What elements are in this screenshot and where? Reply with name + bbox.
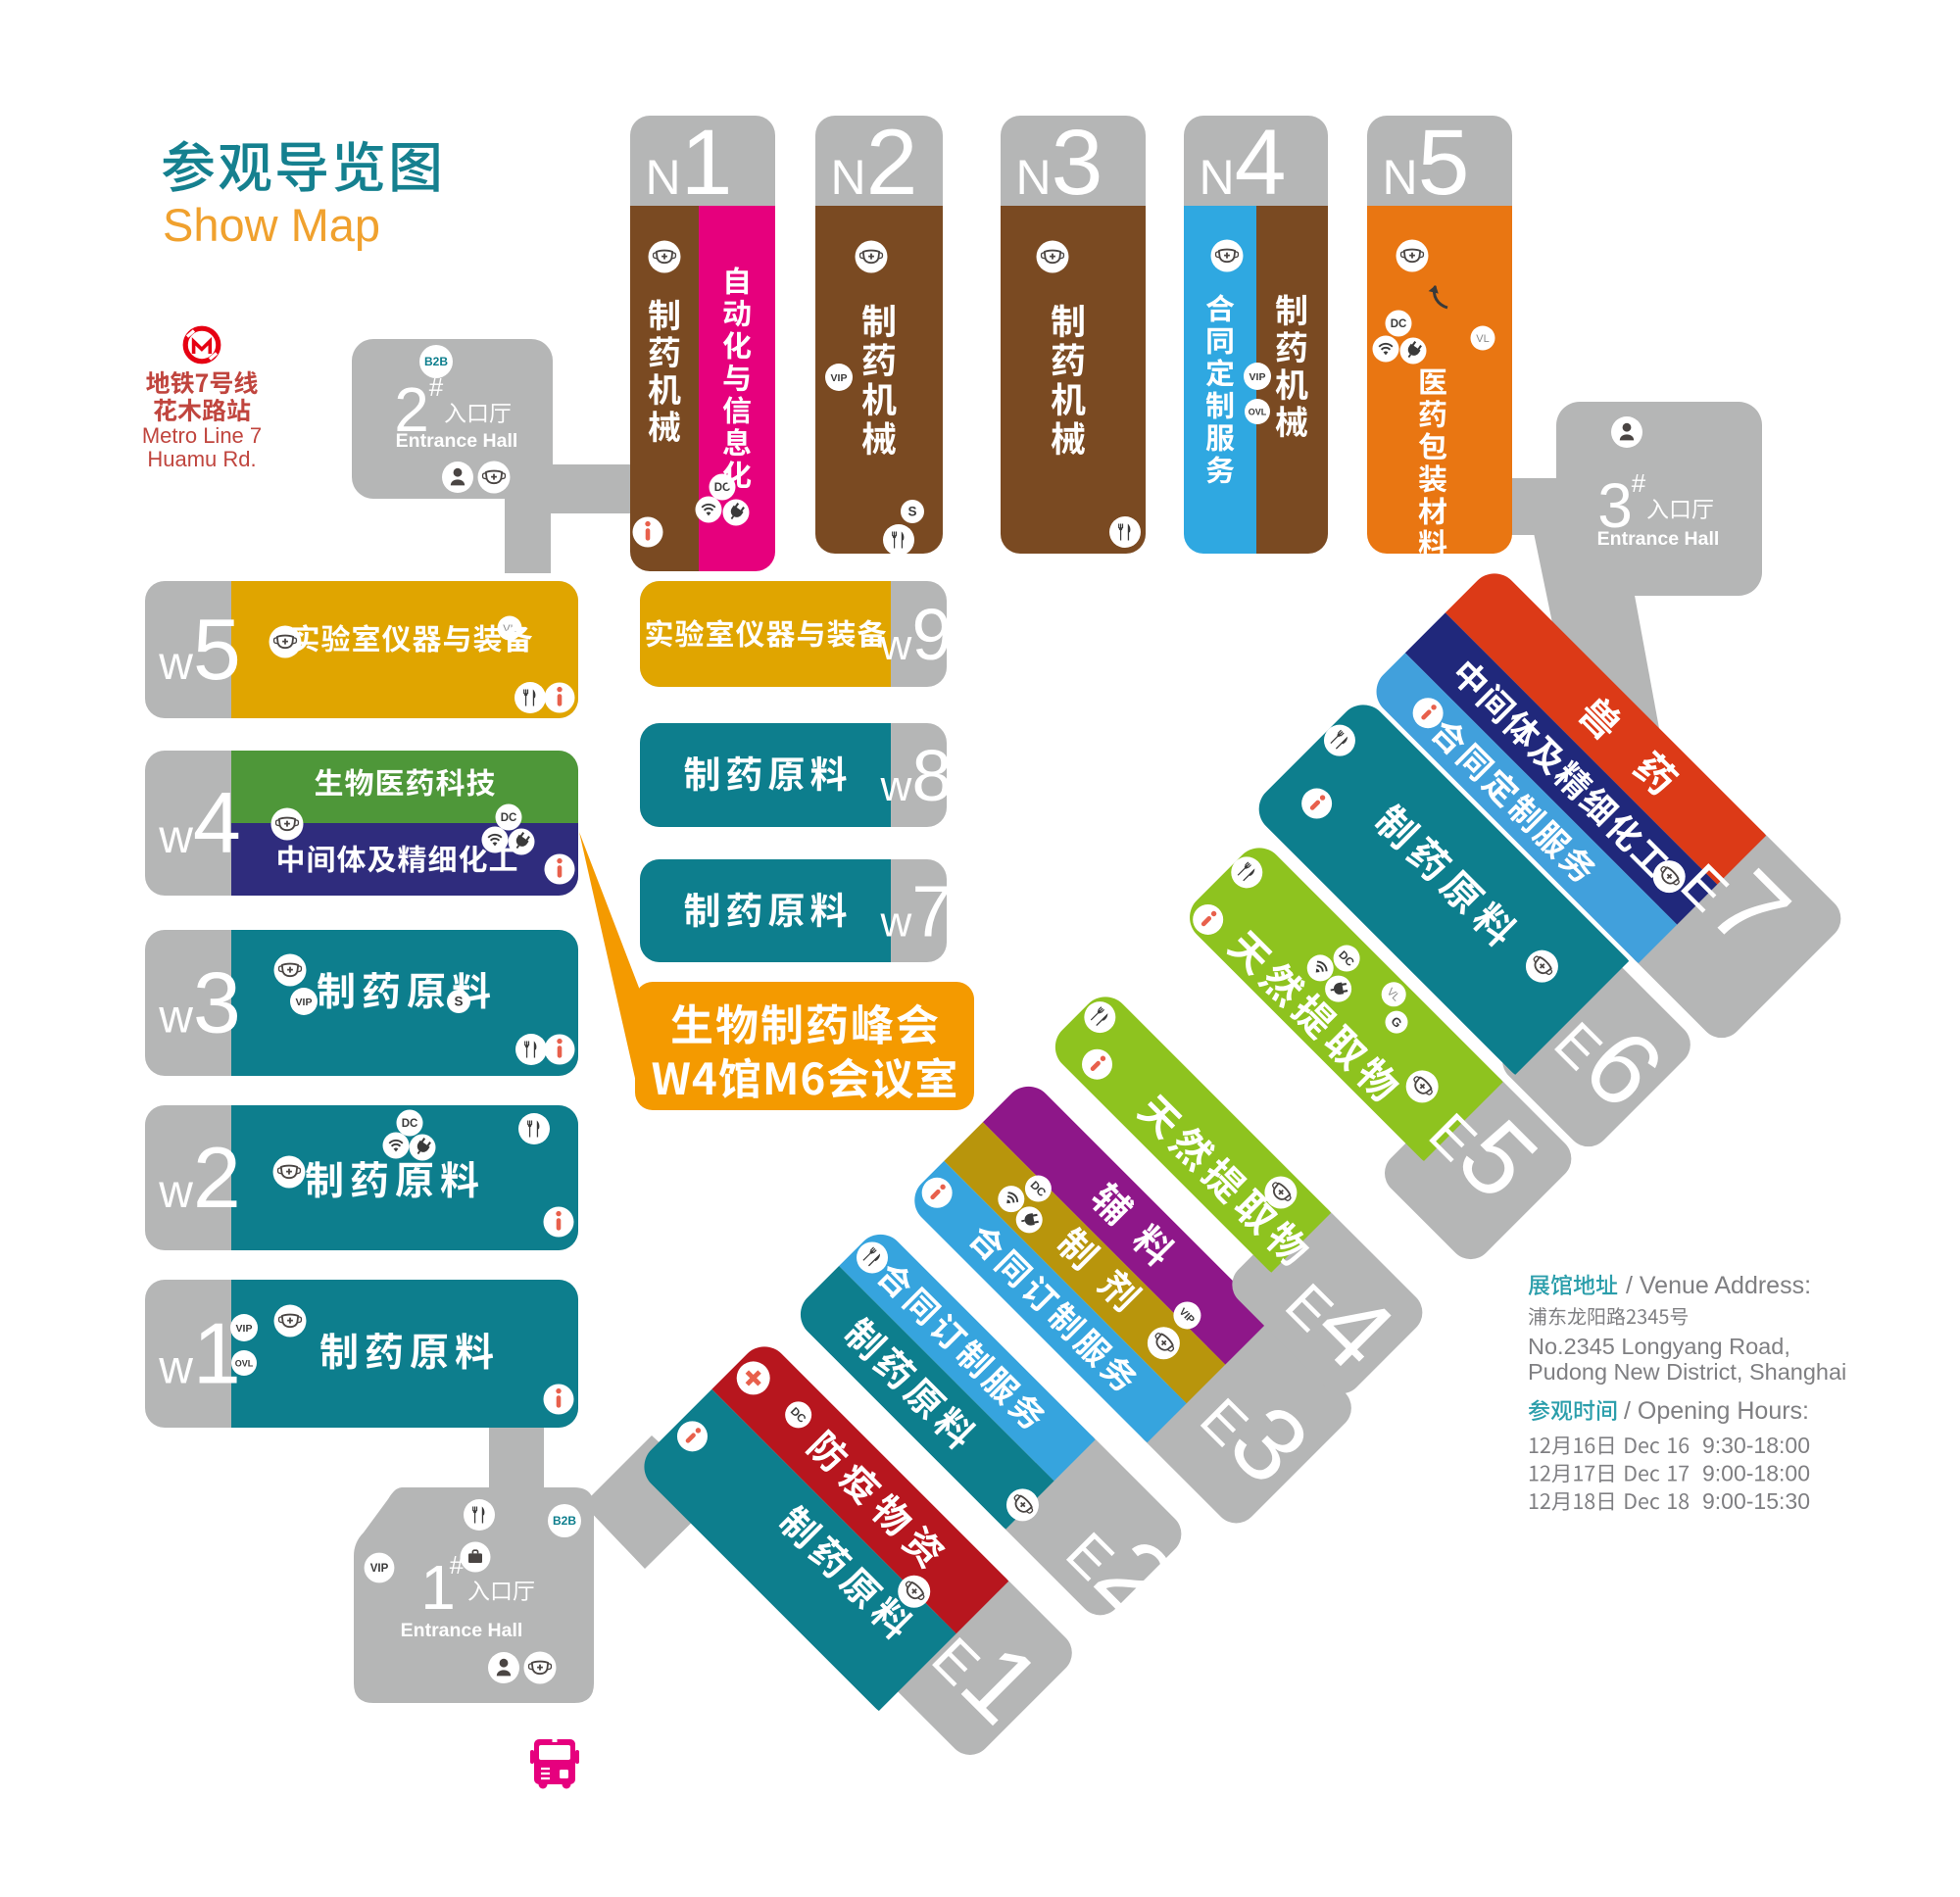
svg-text:1: 1 bbox=[420, 1552, 456, 1623]
svg-text:9:30-18:00: 9:30-18:00 bbox=[1702, 1433, 1810, 1458]
svg-text:w2: w2 bbox=[158, 1129, 241, 1226]
svg-text:2: 2 bbox=[394, 374, 429, 445]
svg-text:N4: N4 bbox=[1200, 111, 1287, 215]
svg-text:No.2345 Longyang Road,: No.2345 Longyang Road, bbox=[1528, 1334, 1790, 1359]
svg-text:w8: w8 bbox=[880, 735, 953, 816]
svg-text:/ Venue Address:: / Venue Address: bbox=[1626, 1272, 1811, 1299]
svg-text:N5: N5 bbox=[1383, 111, 1470, 215]
svg-text:w4: w4 bbox=[158, 774, 241, 871]
svg-text:N2: N2 bbox=[831, 111, 918, 215]
svg-text:w7: w7 bbox=[880, 871, 953, 952]
svg-text:#: # bbox=[429, 372, 444, 402]
svg-text:Entrance Hall: Entrance Hall bbox=[401, 1620, 523, 1641]
svg-text:Entrance Hall: Entrance Hall bbox=[396, 430, 518, 452]
svg-text:Entrance Hall: Entrance Hall bbox=[1597, 528, 1720, 550]
svg-text:Show Map: Show Map bbox=[163, 199, 380, 251]
svg-text:w5: w5 bbox=[158, 601, 241, 698]
svg-text:Pudong New District, Shanghai: Pudong New District, Shanghai bbox=[1528, 1359, 1846, 1385]
svg-text:N1: N1 bbox=[646, 111, 733, 215]
svg-text:9:00-18:00: 9:00-18:00 bbox=[1702, 1461, 1810, 1486]
svg-text:N3: N3 bbox=[1016, 111, 1103, 215]
svg-text:Metro Line 7: Metro Line 7 bbox=[142, 423, 262, 448]
svg-text:3: 3 bbox=[1597, 470, 1633, 541]
svg-text:w9: w9 bbox=[880, 594, 953, 675]
svg-text:Huamu Rd.: Huamu Rd. bbox=[147, 447, 256, 471]
svg-text:/ Opening Hours:: / Opening Hours: bbox=[1624, 1397, 1809, 1425]
svg-text:9:00-15:30: 9:00-15:30 bbox=[1702, 1488, 1810, 1514]
svg-text:w3: w3 bbox=[158, 954, 241, 1051]
svg-text:#: # bbox=[450, 1550, 465, 1580]
svg-text:#: # bbox=[1632, 468, 1646, 498]
